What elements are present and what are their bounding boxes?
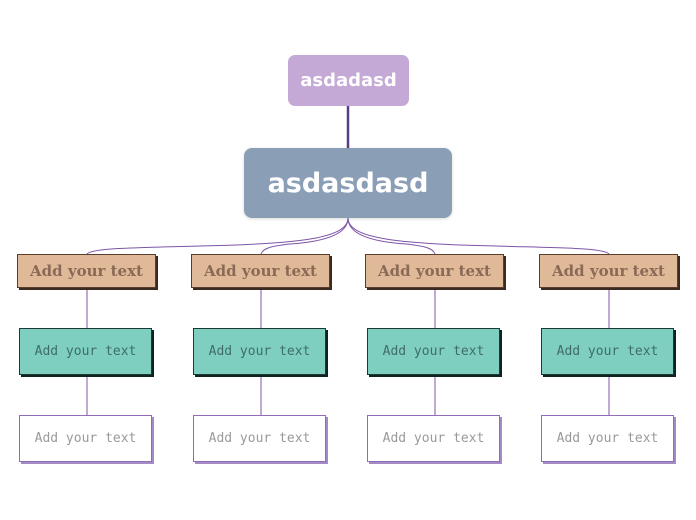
branch-3-middle-label: Add your text (382, 344, 485, 359)
branch-3-header-label: Add your text (378, 262, 491, 280)
branch-3-header-node[interactable]: Add your text (365, 254, 504, 288)
connector-main-to-branch-2 (260, 217, 349, 255)
branch-3-bottom-node[interactable]: Add your text (367, 415, 500, 462)
branch-4-middle-node[interactable]: Add your text (541, 328, 674, 375)
branch-4-middle-label: Add your text (556, 344, 659, 359)
branch-2-header-node[interactable]: Add your text (191, 254, 330, 288)
branch-3-bottom-label: Add your text (382, 431, 485, 446)
connector-main-to-branch-4 (347, 217, 610, 255)
connector-main-to-branch-1 (86, 217, 349, 255)
branch-1-header-node[interactable]: Add your text (17, 254, 156, 288)
top-topic-node[interactable]: asdadasd (288, 55, 409, 106)
branch-1-middle-label: Add your text (34, 344, 137, 359)
top-topic-label: asdadasd (300, 70, 397, 91)
branch-2-middle-label: Add your text (208, 344, 311, 359)
branch-2-header-label: Add your text (204, 262, 317, 280)
branch-4-header-node[interactable]: Add your text (539, 254, 678, 288)
branch-2-bottom-node[interactable]: Add your text (193, 415, 326, 462)
main-topic-label: asdasdasd (267, 167, 429, 199)
branch-1-header-label: Add your text (30, 262, 143, 280)
branch-1-bottom-node[interactable]: Add your text (19, 415, 152, 462)
branch-2-middle-node[interactable]: Add your text (193, 328, 326, 375)
branch-4-bottom-label: Add your text (556, 431, 659, 446)
branch-1-bottom-label: Add your text (34, 431, 137, 446)
branch-3-middle-node[interactable]: Add your text (367, 328, 500, 375)
branch-4-bottom-node[interactable]: Add your text (541, 415, 674, 462)
branch-1-middle-node[interactable]: Add your text (19, 328, 152, 375)
main-topic-node[interactable]: asdasdasd (244, 148, 452, 218)
branch-2-bottom-label: Add your text (208, 431, 311, 446)
branch-4-header-label: Add your text (552, 262, 665, 280)
connector-main-to-branch-3 (347, 217, 436, 255)
